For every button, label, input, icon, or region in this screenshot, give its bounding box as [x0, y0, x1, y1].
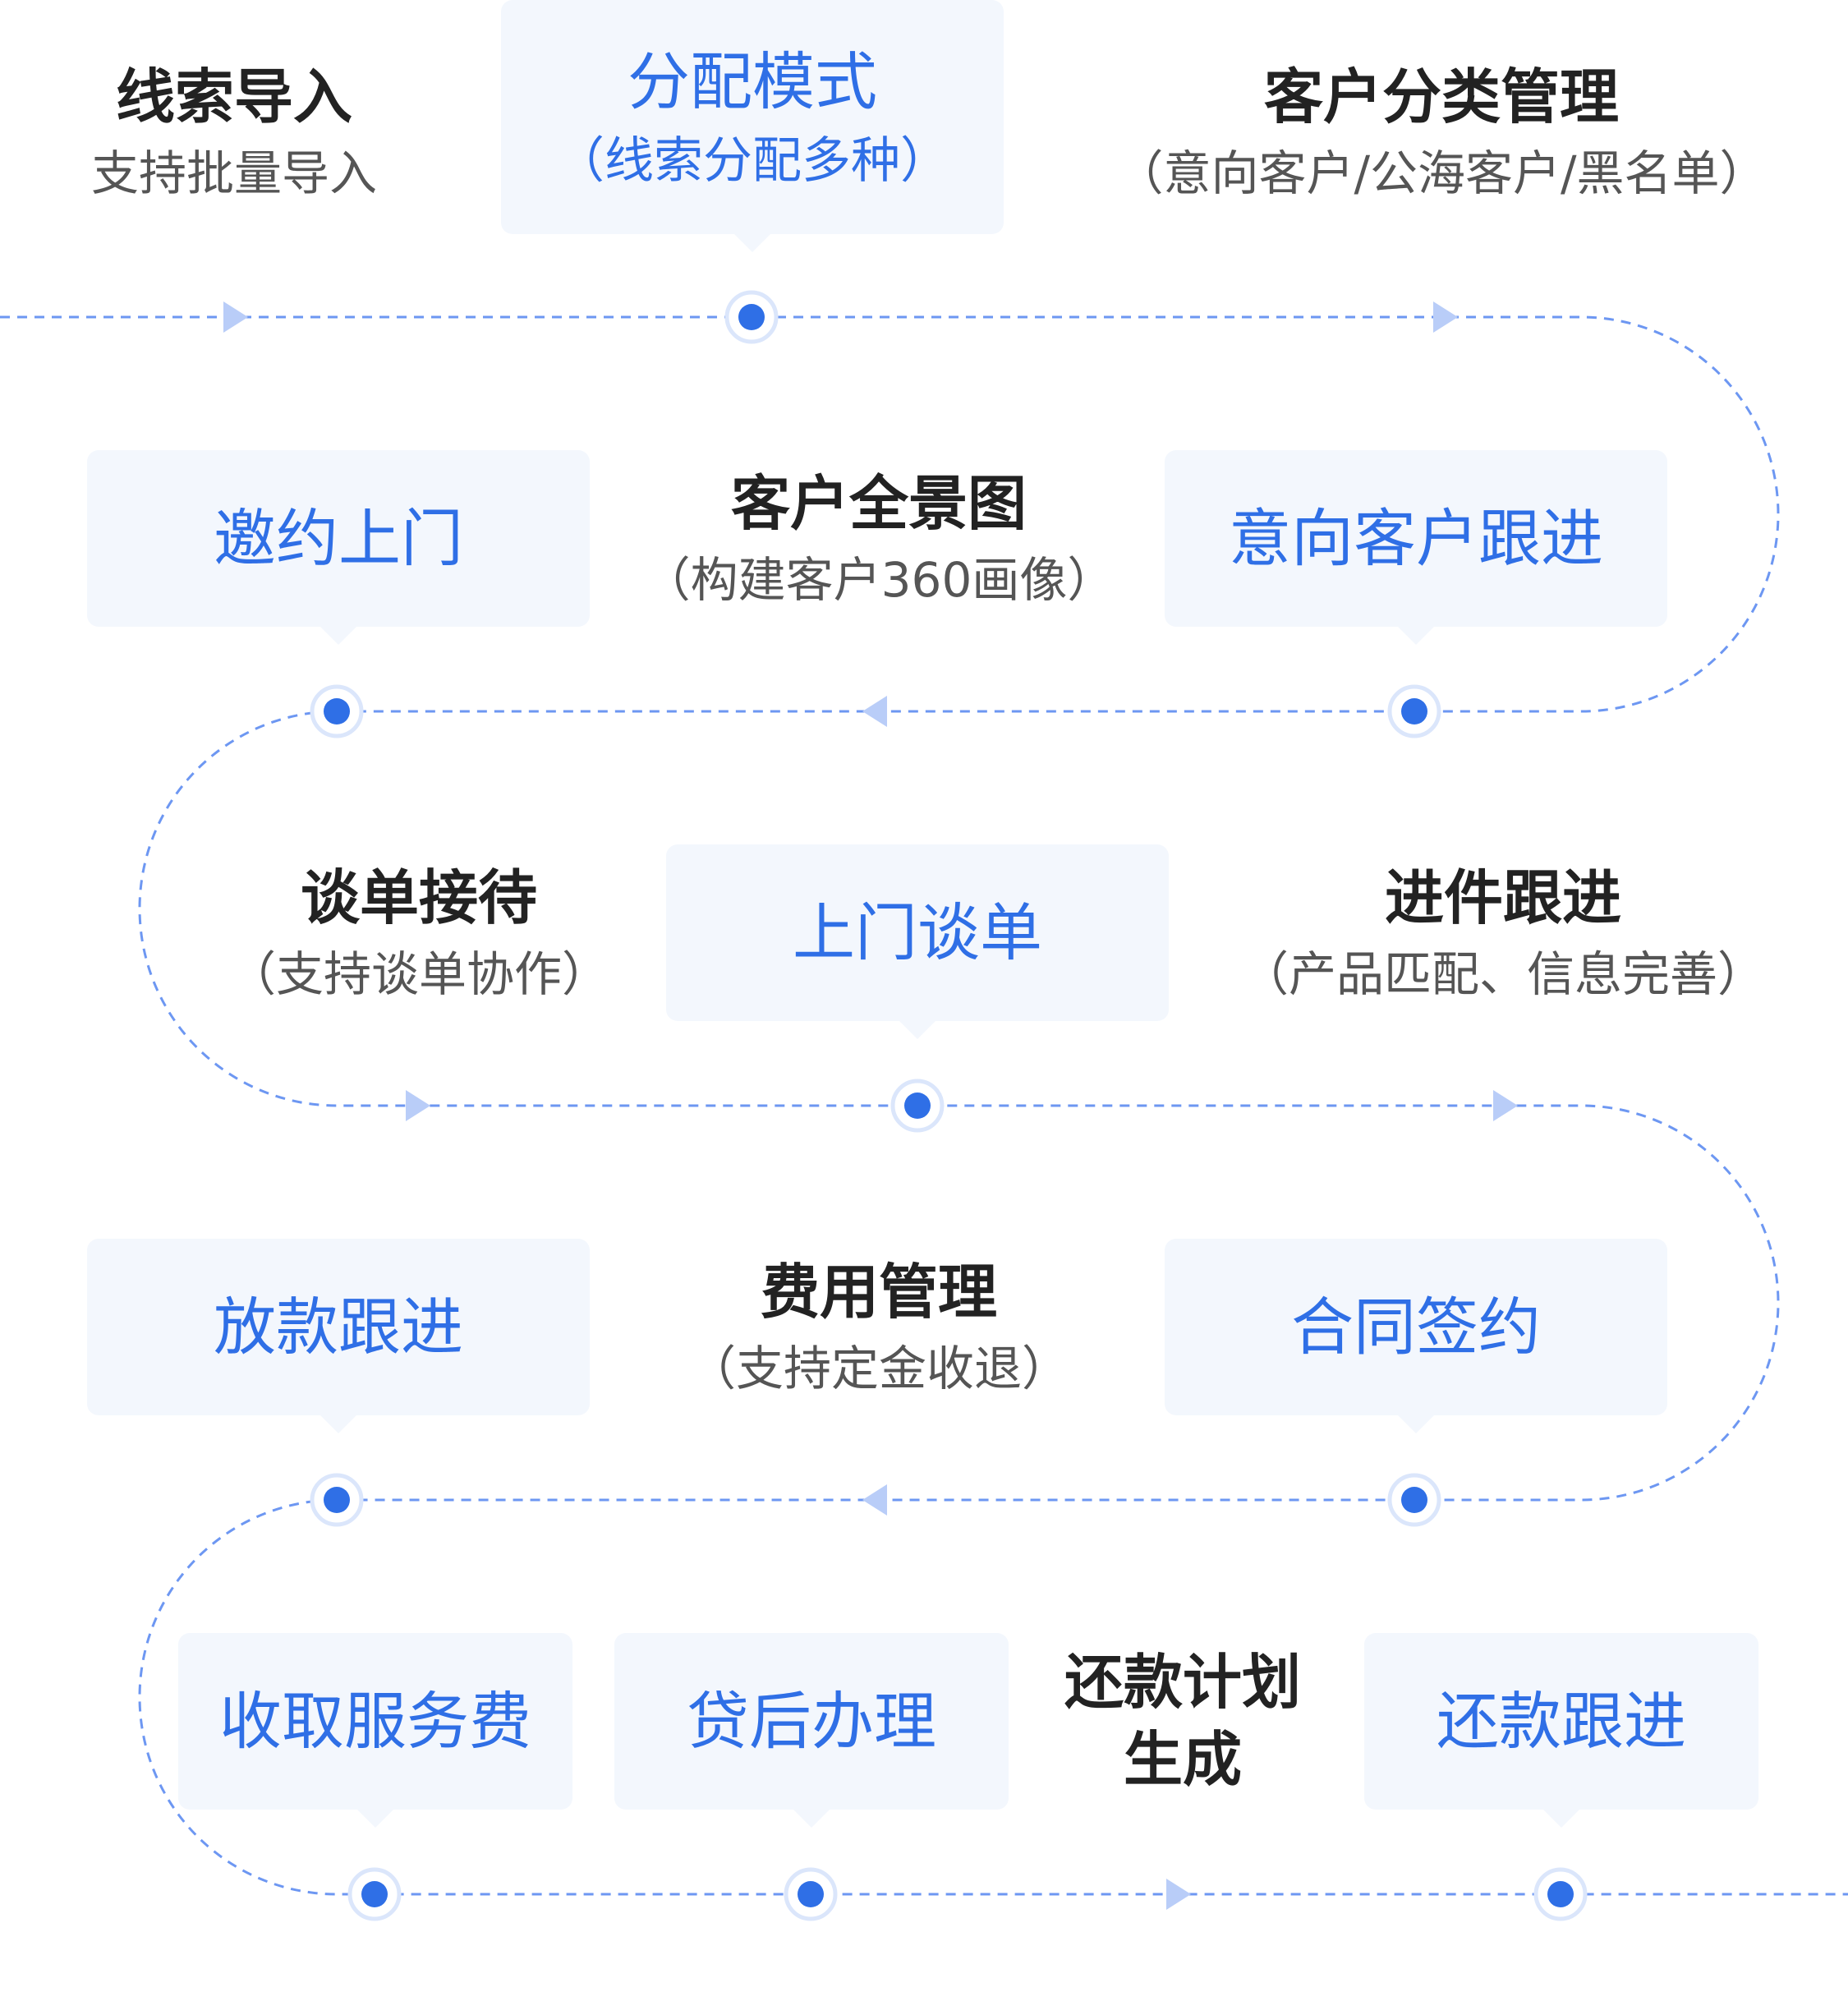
- step-title: 邀约上门: [214, 502, 463, 575]
- milestone-dot: [310, 1473, 364, 1527]
- milestone-dot: [1533, 1867, 1588, 1921]
- step-negotiation-reception: 谈单接待 （支持谈单协作）: [205, 844, 632, 1021]
- step-title: 上门谈单: [793, 896, 1042, 969]
- step-title: 还款跟进: [1437, 1685, 1686, 1758]
- arrow-right-icon: [1166, 1879, 1191, 1910]
- step-allocation-mode: 分配模式 （线索分配多种）: [501, 0, 1004, 252]
- step-title: 分配模式: [627, 44, 877, 118]
- milestone-dot: [784, 1867, 838, 1921]
- milestone-dot: [310, 684, 364, 738]
- milestone-dot: [724, 290, 779, 344]
- step-title: 谈单接待: [300, 863, 537, 933]
- milestone-dot: [1387, 684, 1441, 738]
- step-subtitle: （产品匹配、信息完善）: [1240, 946, 1765, 1003]
- milestone-dot: [1387, 1473, 1441, 1527]
- step-title: 客户分类管理: [1263, 62, 1619, 131]
- arrow-right-icon: [1493, 1090, 1518, 1121]
- arrow-left-icon: [862, 1484, 887, 1516]
- step-subtitle: 支持批量导入: [90, 145, 377, 201]
- direction-arrows: [223, 301, 1518, 1910]
- arrow-right-icon: [406, 1090, 430, 1121]
- step-title: 线索导入: [115, 62, 352, 131]
- step-subtitle: （支持定金收退）: [687, 1341, 1069, 1397]
- step-contract-signing: 合同签约: [1165, 1239, 1667, 1433]
- arrow-right-icon: [1433, 301, 1458, 333]
- step-title: 放款跟进: [214, 1290, 463, 1364]
- step-title: 收取服务费: [219, 1685, 531, 1758]
- arrow-left-icon: [862, 696, 887, 727]
- step-title: 贷后办理: [687, 1685, 936, 1758]
- step-customer-panorama: 客户全景图 （构建客户360画像）: [624, 450, 1133, 627]
- step-invite-visit: 邀约上门: [87, 450, 590, 645]
- milestone-dots: [310, 290, 1588, 1921]
- step-repayment-followup: 还款跟进: [1364, 1633, 1758, 1828]
- arrow-right-icon: [223, 301, 248, 333]
- milestone-dot: [890, 1079, 945, 1133]
- step-intent-followup: 意向客户跟进: [1165, 450, 1667, 645]
- step-onsite-negotiation: 上门谈单: [666, 844, 1169, 1039]
- step-title: 合同签约: [1291, 1290, 1541, 1364]
- step-subtitle: （线索分配多种）: [555, 131, 949, 190]
- step-application-followup: 进件跟进 （产品匹配、信息完善）: [1199, 844, 1807, 1021]
- step-subtitle: （意向客户/公海客户/黑名单）: [1115, 145, 1768, 201]
- step-collect-service-fee: 收取服务费: [178, 1633, 572, 1828]
- step-title: 意向客户跟进: [1229, 502, 1603, 575]
- step-disbursement-followup: 放款跟进: [87, 1239, 590, 1433]
- step-subtitle: （支持谈单协作）: [228, 946, 609, 1003]
- step-lead-import: 线索导入 支持批量导入: [37, 45, 431, 218]
- step-subtitle: （构建客户360画像）: [642, 552, 1115, 609]
- step-title: 进件跟进: [1384, 863, 1621, 933]
- step-fee-management: 费用管理 （支持定金收退）: [641, 1239, 1117, 1415]
- step-post-loan-handling: 贷后办理: [614, 1633, 1009, 1828]
- step-title: 客户全景图: [730, 469, 1027, 539]
- step-customer-classification: 客户分类管理 （意向客户/公海客户/黑名单）: [1105, 45, 1778, 218]
- step-title: 费用管理: [760, 1258, 997, 1327]
- step-repayment-plan: 还款计划生成: [1035, 1633, 1331, 1810]
- step-title: 还款计划生成: [1064, 1647, 1301, 1794]
- milestone-dot: [347, 1867, 402, 1921]
